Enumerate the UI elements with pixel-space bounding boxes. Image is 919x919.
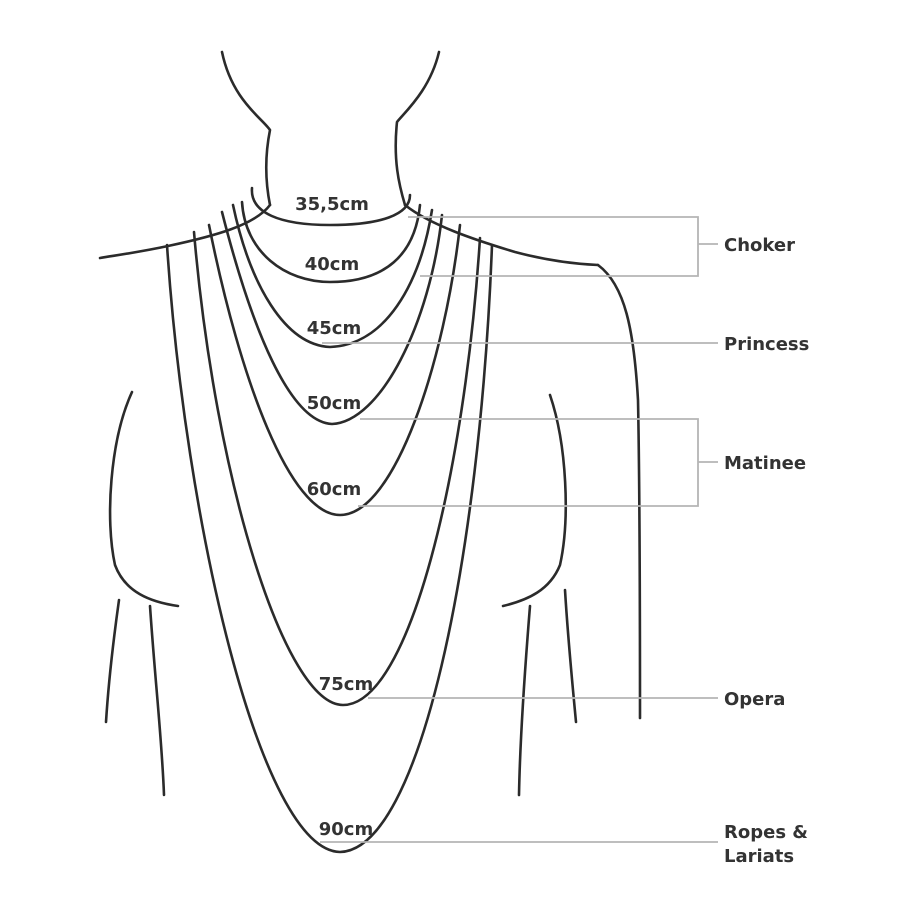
length-label-50: 50cm	[307, 393, 361, 414]
length-labels: 35,5cm 40cm 45cm 50cm 60cm 75cm 90cm	[295, 194, 373, 840]
category-label-opera: Opera	[724, 689, 785, 710]
right-shoulder	[403, 203, 600, 267]
right-arm-inner	[517, 604, 532, 797]
chain-35-5cm	[250, 186, 412, 227]
right-arm	[596, 263, 642, 720]
length-label-75: 75cm	[319, 674, 373, 695]
category-label-choker: Choker	[724, 235, 795, 256]
leader-lines	[320, 216, 718, 843]
length-label-60: 60cm	[307, 479, 361, 500]
category-label-matinee: Matinee	[724, 453, 806, 474]
right-breast	[501, 393, 567, 608]
chain-45cm	[231, 203, 434, 349]
category-labels: Choker Princess Matinee Opera Ropes & La…	[724, 235, 809, 867]
left-torso-side	[104, 598, 121, 724]
chain-90cm	[165, 243, 494, 854]
right-torso-side	[563, 588, 578, 724]
chain-50cm	[220, 210, 444, 426]
choker-bracket	[408, 216, 699, 277]
chain-40cm	[240, 200, 422, 284]
necklace-chains	[165, 186, 494, 854]
chain-60cm	[207, 223, 462, 517]
length-label-35-5: 35,5cm	[295, 194, 369, 215]
left-breast	[108, 390, 180, 608]
length-label-90: 90cm	[319, 819, 373, 840]
chain-75cm	[192, 230, 482, 707]
length-label-40: 40cm	[305, 254, 359, 275]
category-label-ropes-line2: Lariats	[724, 846, 794, 867]
left-arm-inner	[148, 604, 166, 797]
head-right-jaw	[394, 50, 441, 207]
head-left-jaw	[220, 50, 272, 207]
length-label-45: 45cm	[307, 318, 361, 339]
category-label-ropes-line1: Ropes &	[724, 822, 808, 843]
category-label-princess: Princess	[724, 334, 809, 355]
matinee-bracket	[358, 418, 699, 507]
